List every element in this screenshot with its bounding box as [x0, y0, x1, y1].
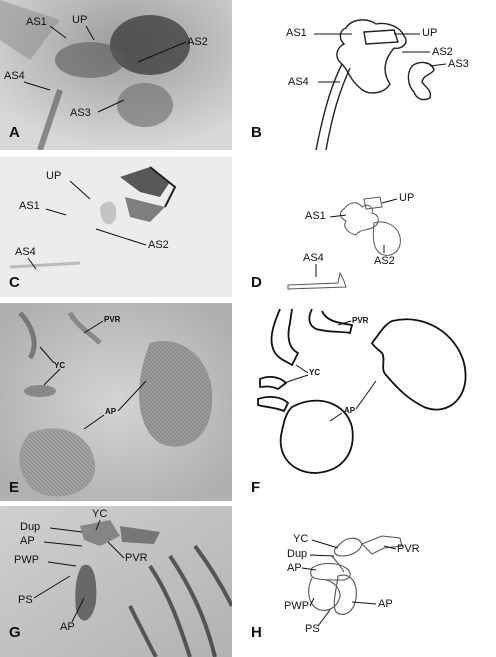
label-pvr: PVR — [397, 543, 420, 555]
panel-g-photo — [0, 506, 232, 657]
label-as4: AS4 — [4, 70, 25, 82]
label-yc: YC — [54, 361, 66, 370]
panel-h: YC PVR Dup AP PWP AP PS H — [234, 506, 496, 657]
panel-b: AS1 UP AS2 AS3 AS4 B — [234, 0, 496, 150]
label-as3: AS3 — [70, 107, 91, 119]
panel-c: UP AS1 AS2 AS4 C — [0, 157, 232, 297]
panel-d: UP AS1 AS2 AS4 D — [234, 157, 496, 297]
label-as2: AS2 — [148, 239, 169, 251]
label-pvr: PVR — [352, 316, 369, 325]
label-ap: AP — [378, 598, 393, 610]
panel-b-drawing — [315, 19, 435, 150]
panel-b-leaders — [314, 33, 447, 83]
panel-f-drawing — [257, 308, 467, 474]
label-pwp: PWP — [284, 600, 310, 612]
panel-g: YC Dup AP PVR PWP PS AP G — [0, 506, 232, 657]
label-dup: Dup — [287, 548, 308, 560]
panel-a: AS1 UP AS2 AS4 AS3 A — [0, 0, 232, 150]
label-up: UP — [46, 170, 62, 182]
panel-e-leaders — [39, 320, 147, 430]
label-as1: AS1 — [19, 200, 40, 212]
label-yc: YC — [309, 368, 321, 377]
label-as4: AS4 — [15, 246, 36, 258]
panel-letter-h: H — [251, 624, 262, 641]
panel-letter-b: B — [251, 124, 262, 141]
label-as2: AS2 — [374, 255, 395, 267]
panel-letter-g: G — [9, 624, 21, 641]
label-pvr: PVR — [125, 552, 148, 564]
label-as1: AS1 — [305, 210, 326, 222]
panel-h-drawing — [308, 535, 403, 615]
panel-g-leaders — [33, 519, 125, 623]
panel-c-photo — [0, 157, 232, 297]
panel-letter-e: E — [9, 479, 20, 496]
panel-e: PVR YC AP E — [0, 303, 232, 501]
label-ap: AP — [105, 407, 117, 416]
label-ps: PS — [305, 623, 320, 635]
panel-a-photo — [0, 0, 232, 150]
label-dup: Dup — [20, 521, 41, 533]
label-as1: AS1 — [26, 16, 47, 28]
panel-h-leaders — [301, 539, 397, 627]
panel-a-leaders — [23, 25, 187, 113]
panel-e-photo — [0, 303, 232, 501]
panel-f: PVR YC AP F — [234, 303, 496, 501]
panel-d-drawing — [287, 196, 401, 290]
label-ap: AP — [60, 621, 75, 633]
label-ap: AP — [344, 406, 356, 415]
label-ap: AP — [287, 562, 302, 574]
label-as4: AS4 — [303, 252, 324, 264]
panel-letter-d: D — [251, 274, 262, 291]
label-pvr: PVR — [104, 315, 121, 324]
label-ps: PS — [18, 594, 33, 606]
label-as4: AS4 — [288, 76, 309, 88]
label-up: UP — [72, 14, 88, 26]
panel-f-leaders — [283, 320, 377, 422]
panel-letter-a: A — [9, 124, 20, 141]
label-up: UP — [422, 27, 438, 39]
label-as2: AS2 — [187, 36, 208, 48]
panel-c-leaders — [27, 180, 147, 270]
label-up: UP — [399, 192, 415, 204]
label-yc: YC — [92, 508, 108, 520]
panel-letter-f: F — [251, 479, 261, 496]
label-as3: AS3 — [448, 58, 469, 70]
label-as1: AS1 — [286, 27, 307, 39]
panel-d-leaders — [315, 198, 398, 277]
label-yc: YC — [293, 533, 309, 545]
label-pwp: PWP — [14, 554, 40, 566]
label-ap: AP — [20, 535, 35, 547]
panel-letter-c: C — [9, 274, 20, 291]
label-as2: AS2 — [432, 46, 453, 58]
